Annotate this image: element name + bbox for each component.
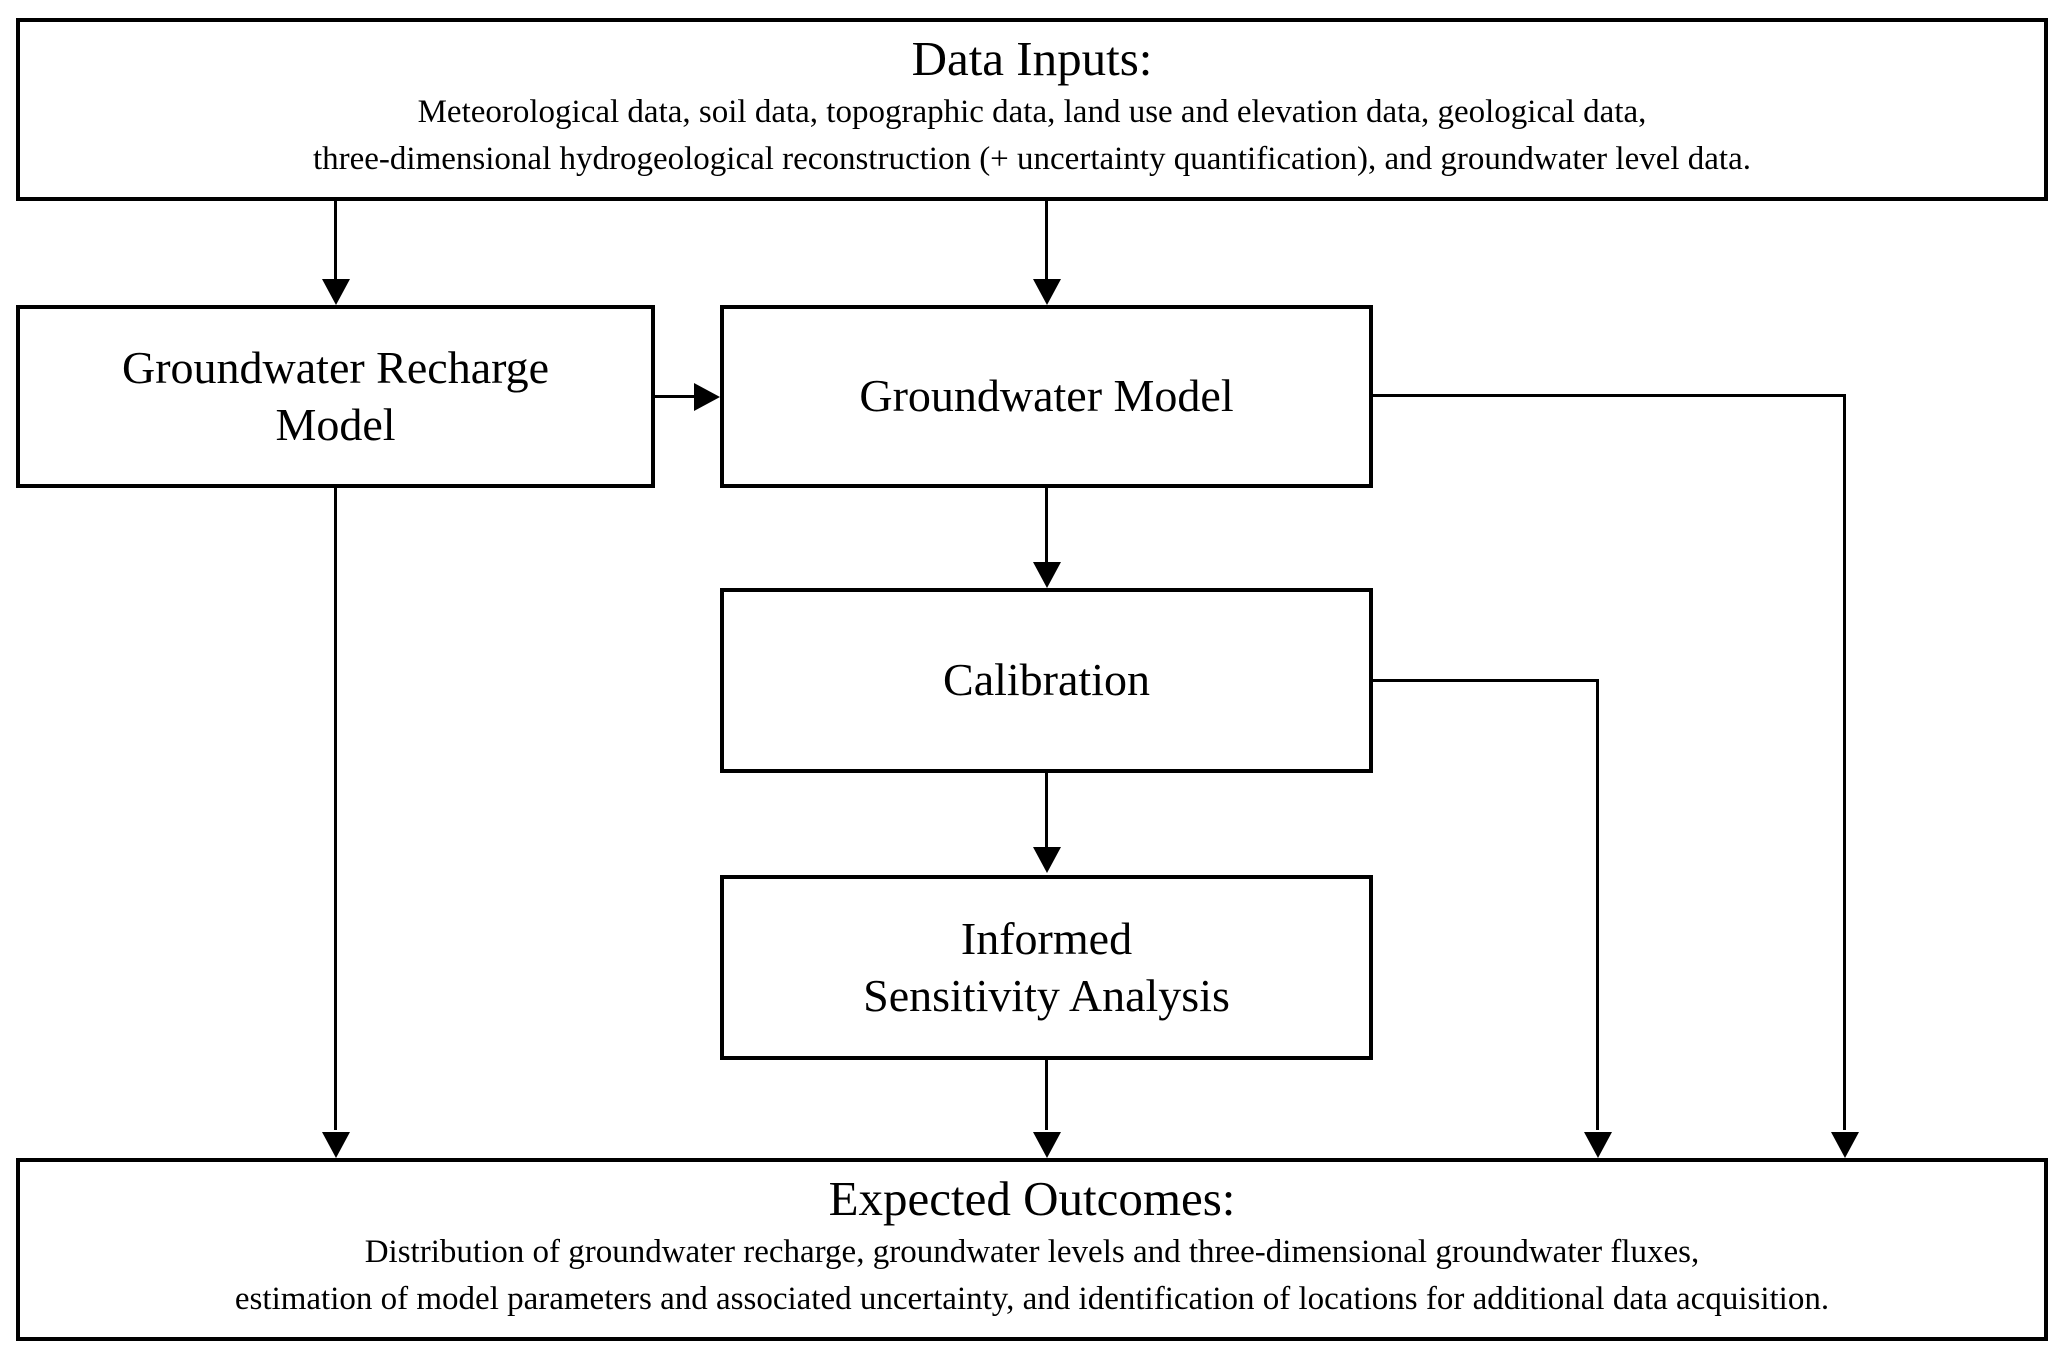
node-informed-sensitivity-analysis[interactable]: Informed Sensitivity Analysis [720,875,1373,1060]
edge-data-inputs-to-recharge-model-arrowhead [322,279,350,305]
edge-recharge-model-to-groundwater-model-arrowhead [694,383,720,411]
edge-calibration-to-expected-outcomes-arrowhead [1584,1132,1612,1158]
data-inputs-title: Data Inputs: [911,31,1153,86]
expected-outcomes-line-1: Distribution of groundwater recharge, gr… [364,1233,1700,1270]
edge-groundwater-model-to-expected-outcomes-horizontal [1373,394,1846,397]
edge-calibration-to-expected-outcomes-horizontal [1373,679,1599,682]
edge-sensitivity-to-expected-outcomes-arrowhead [1033,1132,1061,1158]
edge-data-inputs-to-groundwater-model-line [1045,201,1048,283]
recharge-model-line-1: Groundwater Recharge [121,342,550,394]
node-expected-outcomes[interactable]: Expected Outcomes: Distribution of groun… [16,1158,2048,1341]
edge-groundwater-model-to-calibration-line [1045,488,1048,564]
edge-recharge-model-to-groundwater-model-line [655,395,699,398]
expected-outcomes-title: Expected Outcomes: [828,1171,1236,1226]
node-groundwater-model[interactable]: Groundwater Model [720,305,1373,488]
edge-sensitivity-to-expected-outcomes-line [1045,1060,1048,1130]
edge-groundwater-model-to-expected-outcomes-vertical [1843,394,1846,1130]
sensitivity-line-1: Informed [960,913,1133,965]
expected-outcomes-line-2: estimation of model parameters and assoc… [234,1280,1830,1317]
edge-calibration-to-sensitivity-arrowhead [1033,847,1061,873]
edge-groundwater-model-to-calibration-arrowhead [1033,562,1061,588]
edge-groundwater-model-to-expected-outcomes-arrowhead [1831,1132,1859,1158]
edge-calibration-to-expected-outcomes-vertical [1596,679,1599,1130]
data-inputs-line-1: Meteorological data, soil data, topograp… [417,93,1647,130]
edge-data-inputs-to-recharge-model-line [334,201,337,283]
edge-data-inputs-to-groundwater-model-arrowhead [1033,279,1061,305]
edge-recharge-model-to-expected-outcomes-arrowhead [322,1132,350,1158]
calibration-line-1: Calibration [943,654,1150,706]
edge-calibration-to-sensitivity-line [1045,773,1048,849]
node-calibration[interactable]: Calibration [720,588,1373,773]
node-data-inputs[interactable]: Data Inputs: Meteorological data, soil d… [16,18,2048,201]
data-inputs-line-2: three-dimensional hydrogeological recons… [312,140,1751,177]
groundwater-model-line-1: Groundwater Model [859,370,1234,422]
node-groundwater-recharge-model[interactable]: Groundwater Recharge Model [16,305,655,488]
sensitivity-line-2: Sensitivity Analysis [863,969,1230,1021]
recharge-model-line-2: Model [275,398,396,450]
edge-recharge-model-to-expected-outcomes-line [334,488,337,1130]
